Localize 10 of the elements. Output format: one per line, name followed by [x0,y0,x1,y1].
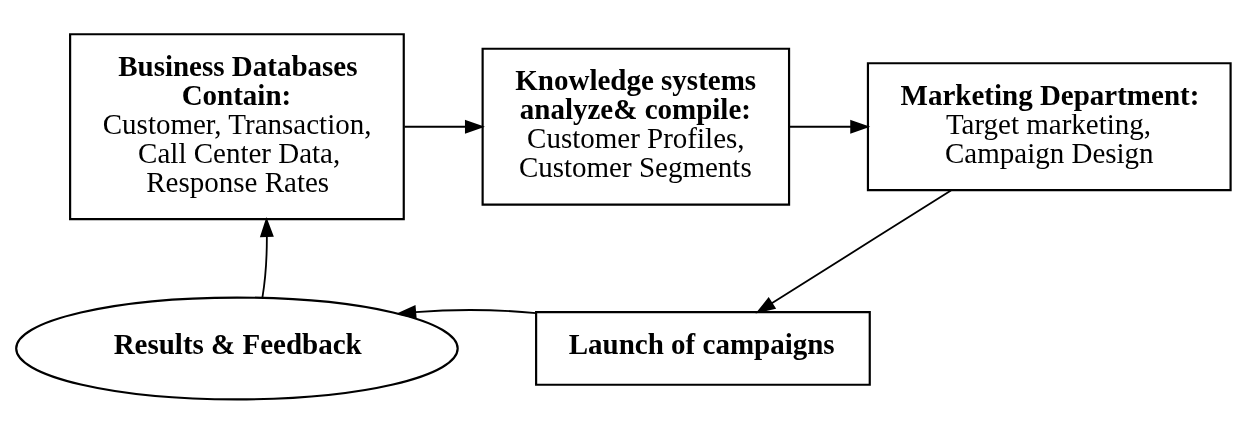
node-ellipse: Results & Feedback [15,296,459,401]
arrow [259,217,274,299]
arrow [396,305,537,319]
arrow [403,119,485,134]
node-box: Business Databases Contain: Customer, Transaction, Call Center Data, Response Rates [69,33,405,221]
arrow [788,119,871,134]
node-box: Knowledge systems analyze& compile: Customer Profiles, Customer Segments [481,47,791,206]
node-box: Marketing Department: Target marketing, Campaign Design [866,62,1232,192]
node-box: Launch of campaigns [535,311,871,386]
arrow [755,189,952,314]
